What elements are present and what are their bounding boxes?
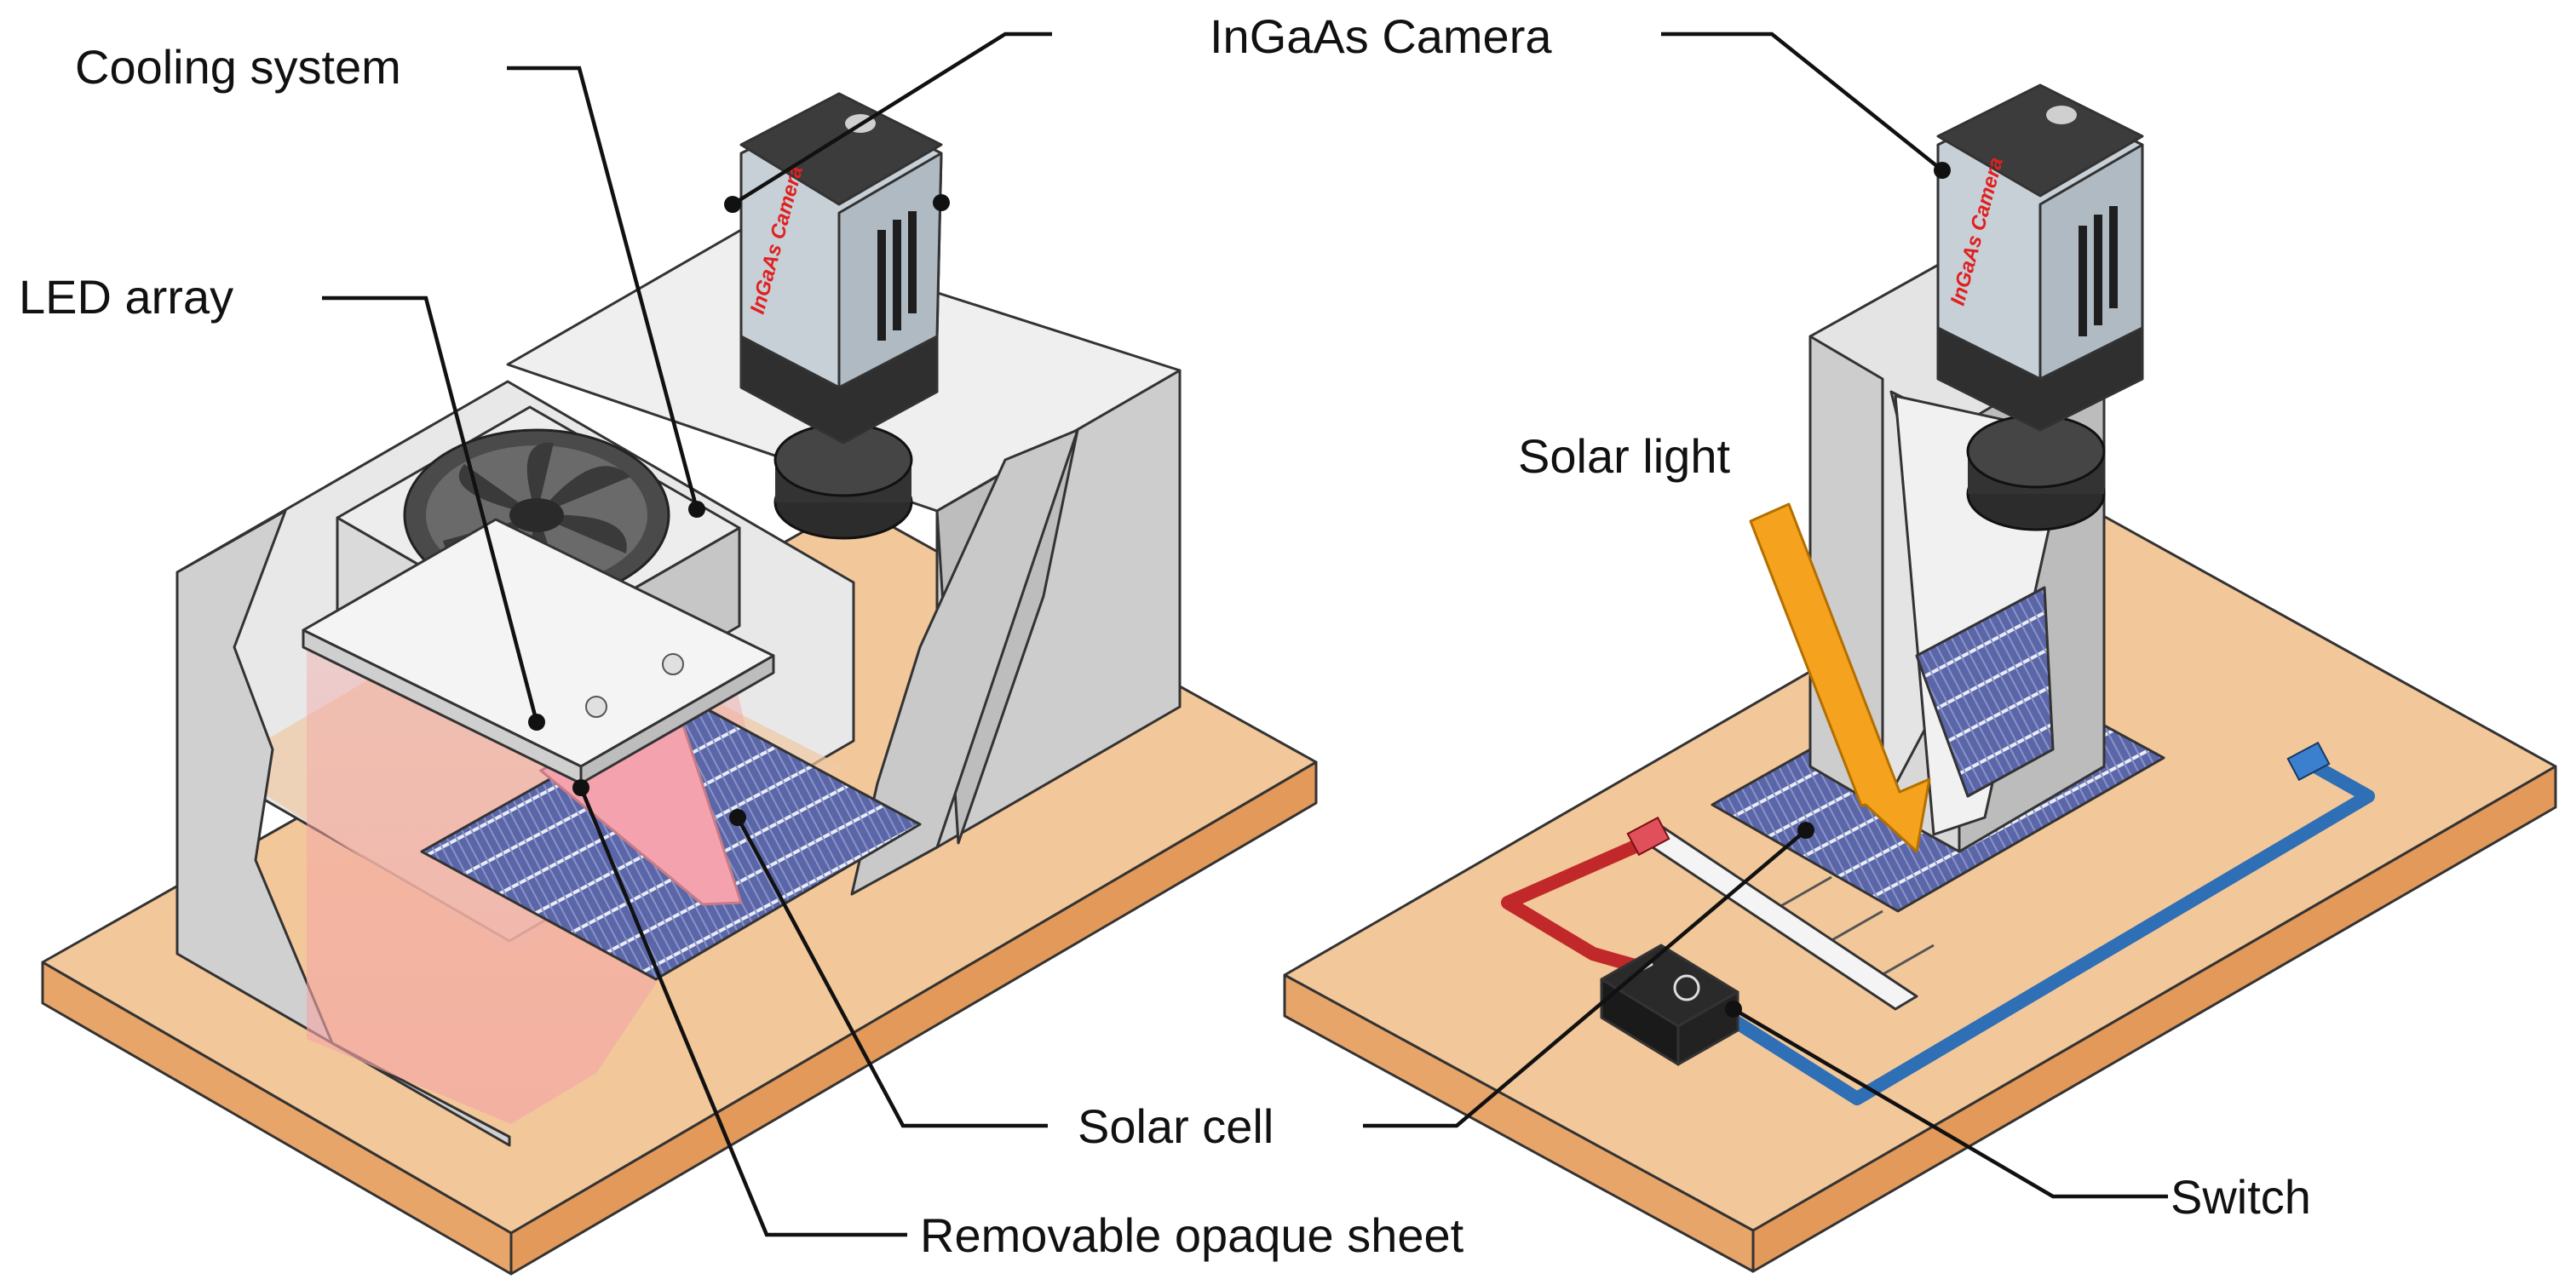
- left-setup: InGaAs Camera: [41, 92, 1318, 1276]
- red-wire: [1501, 832, 1656, 978]
- label-led-array: LED array: [19, 270, 233, 324]
- leader-lines: [322, 32, 2168, 1237]
- label-cooling-system: Cooling system: [75, 40, 401, 94]
- solar-light-arrow: [1749, 502, 1931, 853]
- label-ingaas-camera: InGaAs Camera: [1210, 9, 1552, 63]
- right-setup: InGaAs Camera: [1283, 83, 2557, 1273]
- led-array-plate: [302, 518, 775, 785]
- right-camera: InGaAs Camera: [1936, 83, 2144, 531]
- label-removable-opaque-sheet: Removable opaque sheet: [920, 1208, 1464, 1262]
- label-solar-cell: Solar cell: [1078, 1099, 1274, 1153]
- blue-wire: [1725, 752, 2375, 1105]
- label-solar-light: Solar light: [1518, 429, 1730, 483]
- left-camera: InGaAs Camera: [739, 92, 943, 540]
- label-switch: Switch: [2171, 1170, 2311, 1224]
